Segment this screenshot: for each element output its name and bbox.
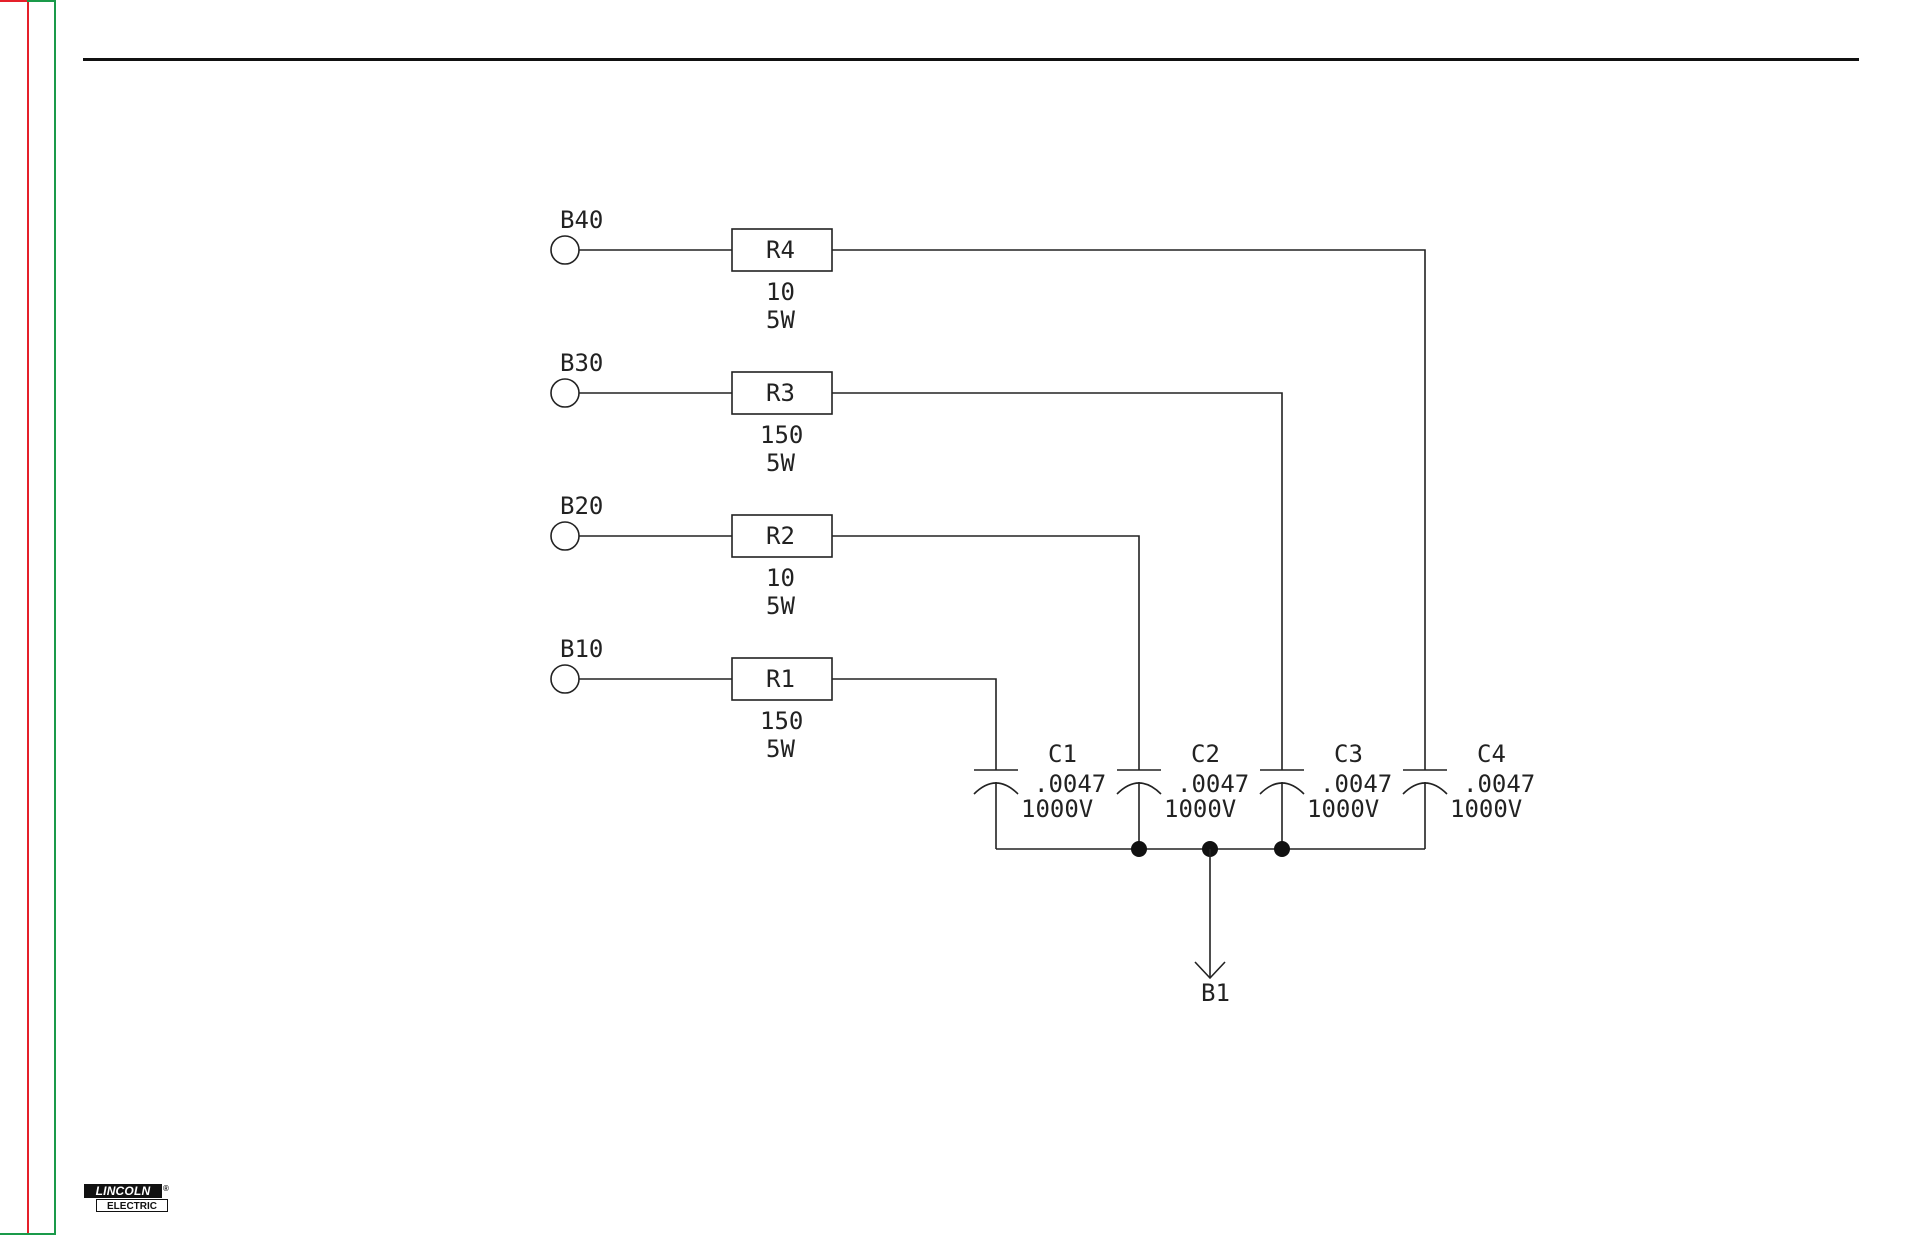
capacitor-value-c3: .0047	[1320, 770, 1392, 798]
capacitor-label-c4: C4	[1477, 740, 1506, 768]
resistor-label-r3: R3	[766, 379, 795, 407]
ground-b1[interactable]: B1	[1195, 849, 1230, 1007]
junction-dot-c2	[1131, 841, 1147, 857]
capacitor-voltage-c4: 1000V	[1450, 795, 1522, 823]
wire-r1-c1	[832, 679, 996, 770]
terminal-label-b10: B10	[560, 635, 603, 663]
capacitor-label-c1: C1	[1048, 740, 1077, 768]
row-b30: B30 R3 150 5W	[551, 349, 1282, 770]
capacitor-label-c3: C3	[1334, 740, 1363, 768]
terminal-label-b40: B40	[560, 206, 603, 234]
resistor-label-r1: R1	[766, 665, 795, 693]
logo-top: LINCOLN	[84, 1184, 162, 1198]
resistor-value-r2: 10	[766, 564, 795, 592]
row-b20: B20 R2 10 5W	[551, 492, 1139, 770]
ground-label: B1	[1201, 979, 1230, 1007]
wire-r2-c2	[832, 536, 1139, 770]
capacitor-value-c4: .0047	[1463, 770, 1535, 798]
capacitor-voltage-c1: 1000V	[1021, 795, 1093, 823]
capacitor-voltage-c3: 1000V	[1307, 795, 1379, 823]
capacitor-c2[interactable]: C2 .0047 1000V	[1117, 740, 1249, 849]
resistor-power-r2: 5W	[766, 592, 795, 620]
junction-dot-c3	[1274, 841, 1290, 857]
row-b10: B10 R1 150 5W	[551, 635, 996, 770]
row-b40: B40 R4 10 5W	[551, 206, 1425, 770]
wire-r3-c3	[832, 393, 1282, 770]
resistor-power-r4: 5W	[766, 306, 795, 334]
wire-r4-c4	[832, 250, 1425, 770]
capacitor-value-c2: .0047	[1177, 770, 1249, 798]
terminal-b10[interactable]	[551, 665, 579, 693]
capacitor-value-c1: .0047	[1034, 770, 1106, 798]
resistor-value-r3: 150	[760, 421, 803, 449]
terminal-label-b30: B30	[560, 349, 603, 377]
capacitor-c1[interactable]: C1 .0047 1000V	[974, 740, 1106, 849]
resistor-value-r1: 150	[760, 707, 803, 735]
resistor-label-r2: R2	[766, 522, 795, 550]
resistor-value-r4: 10	[766, 278, 795, 306]
terminal-b30[interactable]	[551, 379, 579, 407]
lincoln-electric-logo: LINCOLN ELECTRIC ®	[84, 1184, 170, 1216]
logo-bottom: ELECTRIC	[96, 1199, 168, 1212]
registered-mark-icon: ®	[163, 1184, 169, 1193]
terminal-b40[interactable]	[551, 236, 579, 264]
resistor-power-r3: 5W	[766, 449, 795, 477]
resistor-label-r4: R4	[766, 236, 795, 264]
capacitor-c3[interactable]: C3 .0047 1000V	[1260, 740, 1392, 849]
capacitor-voltage-c2: 1000V	[1164, 795, 1236, 823]
resistor-power-r1: 5W	[766, 735, 795, 763]
terminal-label-b20: B20	[560, 492, 603, 520]
capacitor-c4[interactable]: C4 .0047 1000V	[1403, 740, 1535, 849]
terminal-b20[interactable]	[551, 522, 579, 550]
capacitor-label-c2: C2	[1191, 740, 1220, 768]
